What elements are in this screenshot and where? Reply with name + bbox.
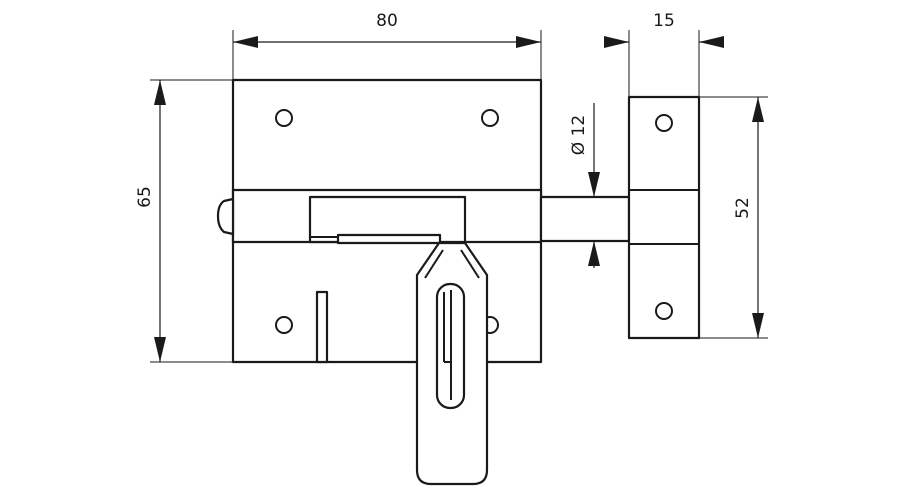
dimension-keeper-width-label: 15 xyxy=(653,11,675,31)
dimension-height: 65 xyxy=(135,79,233,363)
dimension-width: 80 xyxy=(232,11,542,80)
keeper-hole-bottom xyxy=(655,302,673,320)
keeper-hole-top xyxy=(655,114,673,132)
screw-hole-top-left xyxy=(275,109,293,127)
handle-rail xyxy=(336,233,442,245)
dimension-keeper-width: 15 xyxy=(604,11,724,97)
dimension-keeper-height: 52 xyxy=(699,96,768,339)
dimension-keeper-height-label: 52 xyxy=(733,197,753,219)
bolt-rod xyxy=(539,195,631,243)
screw-hole-top-right xyxy=(481,109,499,127)
locking-slot xyxy=(315,290,329,364)
dimension-height-label: 65 xyxy=(135,186,155,208)
dimension-width-label: 80 xyxy=(376,11,398,31)
keeper xyxy=(627,95,701,340)
hasp-handle xyxy=(415,241,489,486)
bolt-housing xyxy=(216,188,543,245)
bolt-knob xyxy=(216,197,235,236)
dimension-bolt-diameter: Ø 12 xyxy=(569,103,600,268)
screw-hole-bottom-left xyxy=(275,316,293,334)
dimension-bolt-diameter-label: Ø 12 xyxy=(569,115,589,155)
